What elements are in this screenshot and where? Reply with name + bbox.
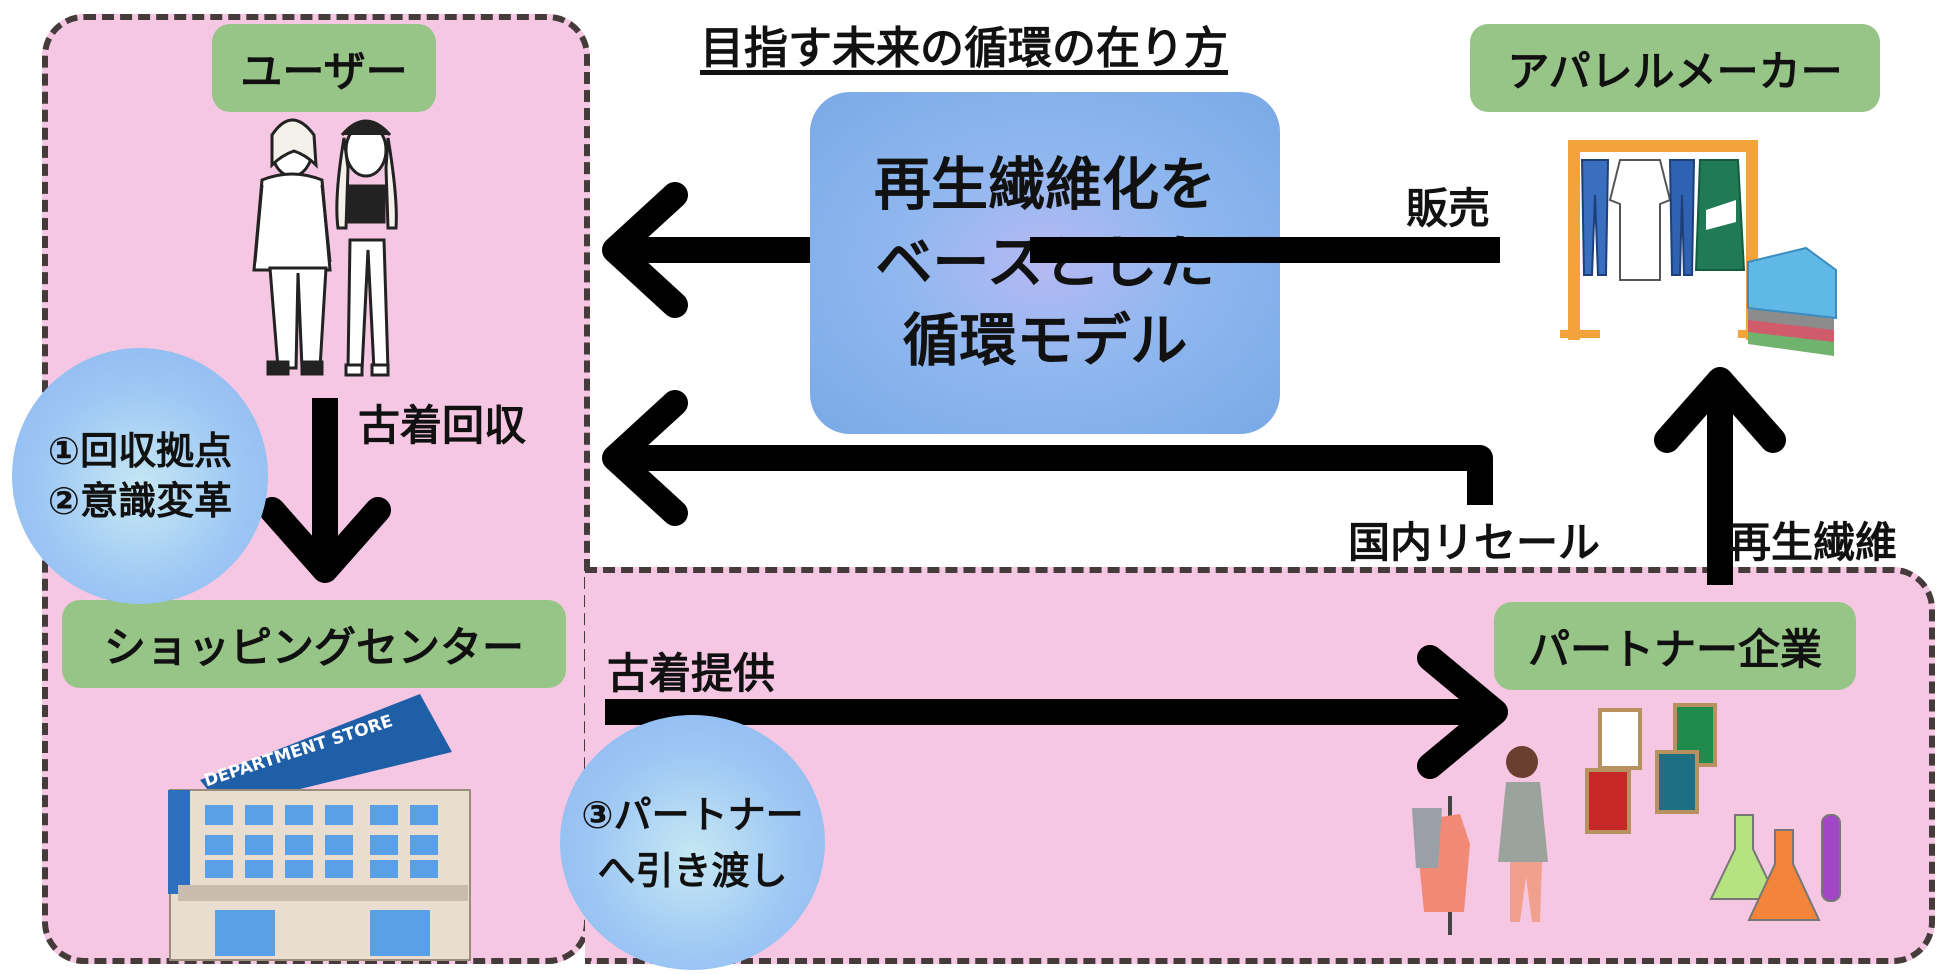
- arrow-used-clothing-supply: [605, 645, 1508, 779]
- center-model-line-3: 循環モデル: [902, 308, 1188, 374]
- circle-partner-handover: ③パートナー へ引き渡し: [560, 715, 825, 970]
- label-domestic-resale: 国内リセール: [1348, 518, 1601, 567]
- arrow-top-left: [602, 182, 1500, 318]
- arrow-used-clothing-collection: [259, 398, 391, 583]
- clothing-rack-icon: [1560, 140, 1837, 356]
- thread-spool-icons: [1585, 703, 1717, 834]
- label-sales: 販売: [1406, 184, 1491, 233]
- label-used-clothing-supply: 古着提供: [607, 649, 776, 698]
- node-apparel-maker: アパレルメーカー: [1470, 24, 1880, 112]
- node-user: ユーザー: [212, 24, 436, 112]
- people-icon: [252, 118, 398, 377]
- circle-bottom-line-2: へ引き渡し: [597, 848, 788, 893]
- circle-bottom-line-1: ③パートナー: [581, 792, 804, 837]
- node-partner-company: パートナー企業: [1494, 602, 1856, 690]
- diagram-title: 目指す未来の循環の在り方: [700, 23, 1228, 74]
- label-recycled-fiber: 再生繊維: [1729, 518, 1898, 567]
- center-model-line-1: 再生繊維化を: [874, 152, 1216, 218]
- node-shopping-center: ショッピングセンター: [62, 600, 566, 688]
- department-store-icon: DEPARTMENT STORE: [168, 694, 471, 961]
- label-used-clothing-collection: 古着回収: [358, 401, 527, 450]
- partner-workshop-icon: [1412, 703, 1841, 935]
- circle-collection-awareness: ①回収拠点 ②意識変革: [12, 348, 268, 604]
- arrow-recycled-fiber: [1654, 367, 1786, 585]
- arrow-domestic-resale: [602, 390, 1493, 526]
- circle-left-line-2: ②意識変革: [47, 479, 233, 523]
- flask-icons: [1709, 814, 1841, 921]
- circle-left-line-1: ①回収拠点: [47, 429, 233, 473]
